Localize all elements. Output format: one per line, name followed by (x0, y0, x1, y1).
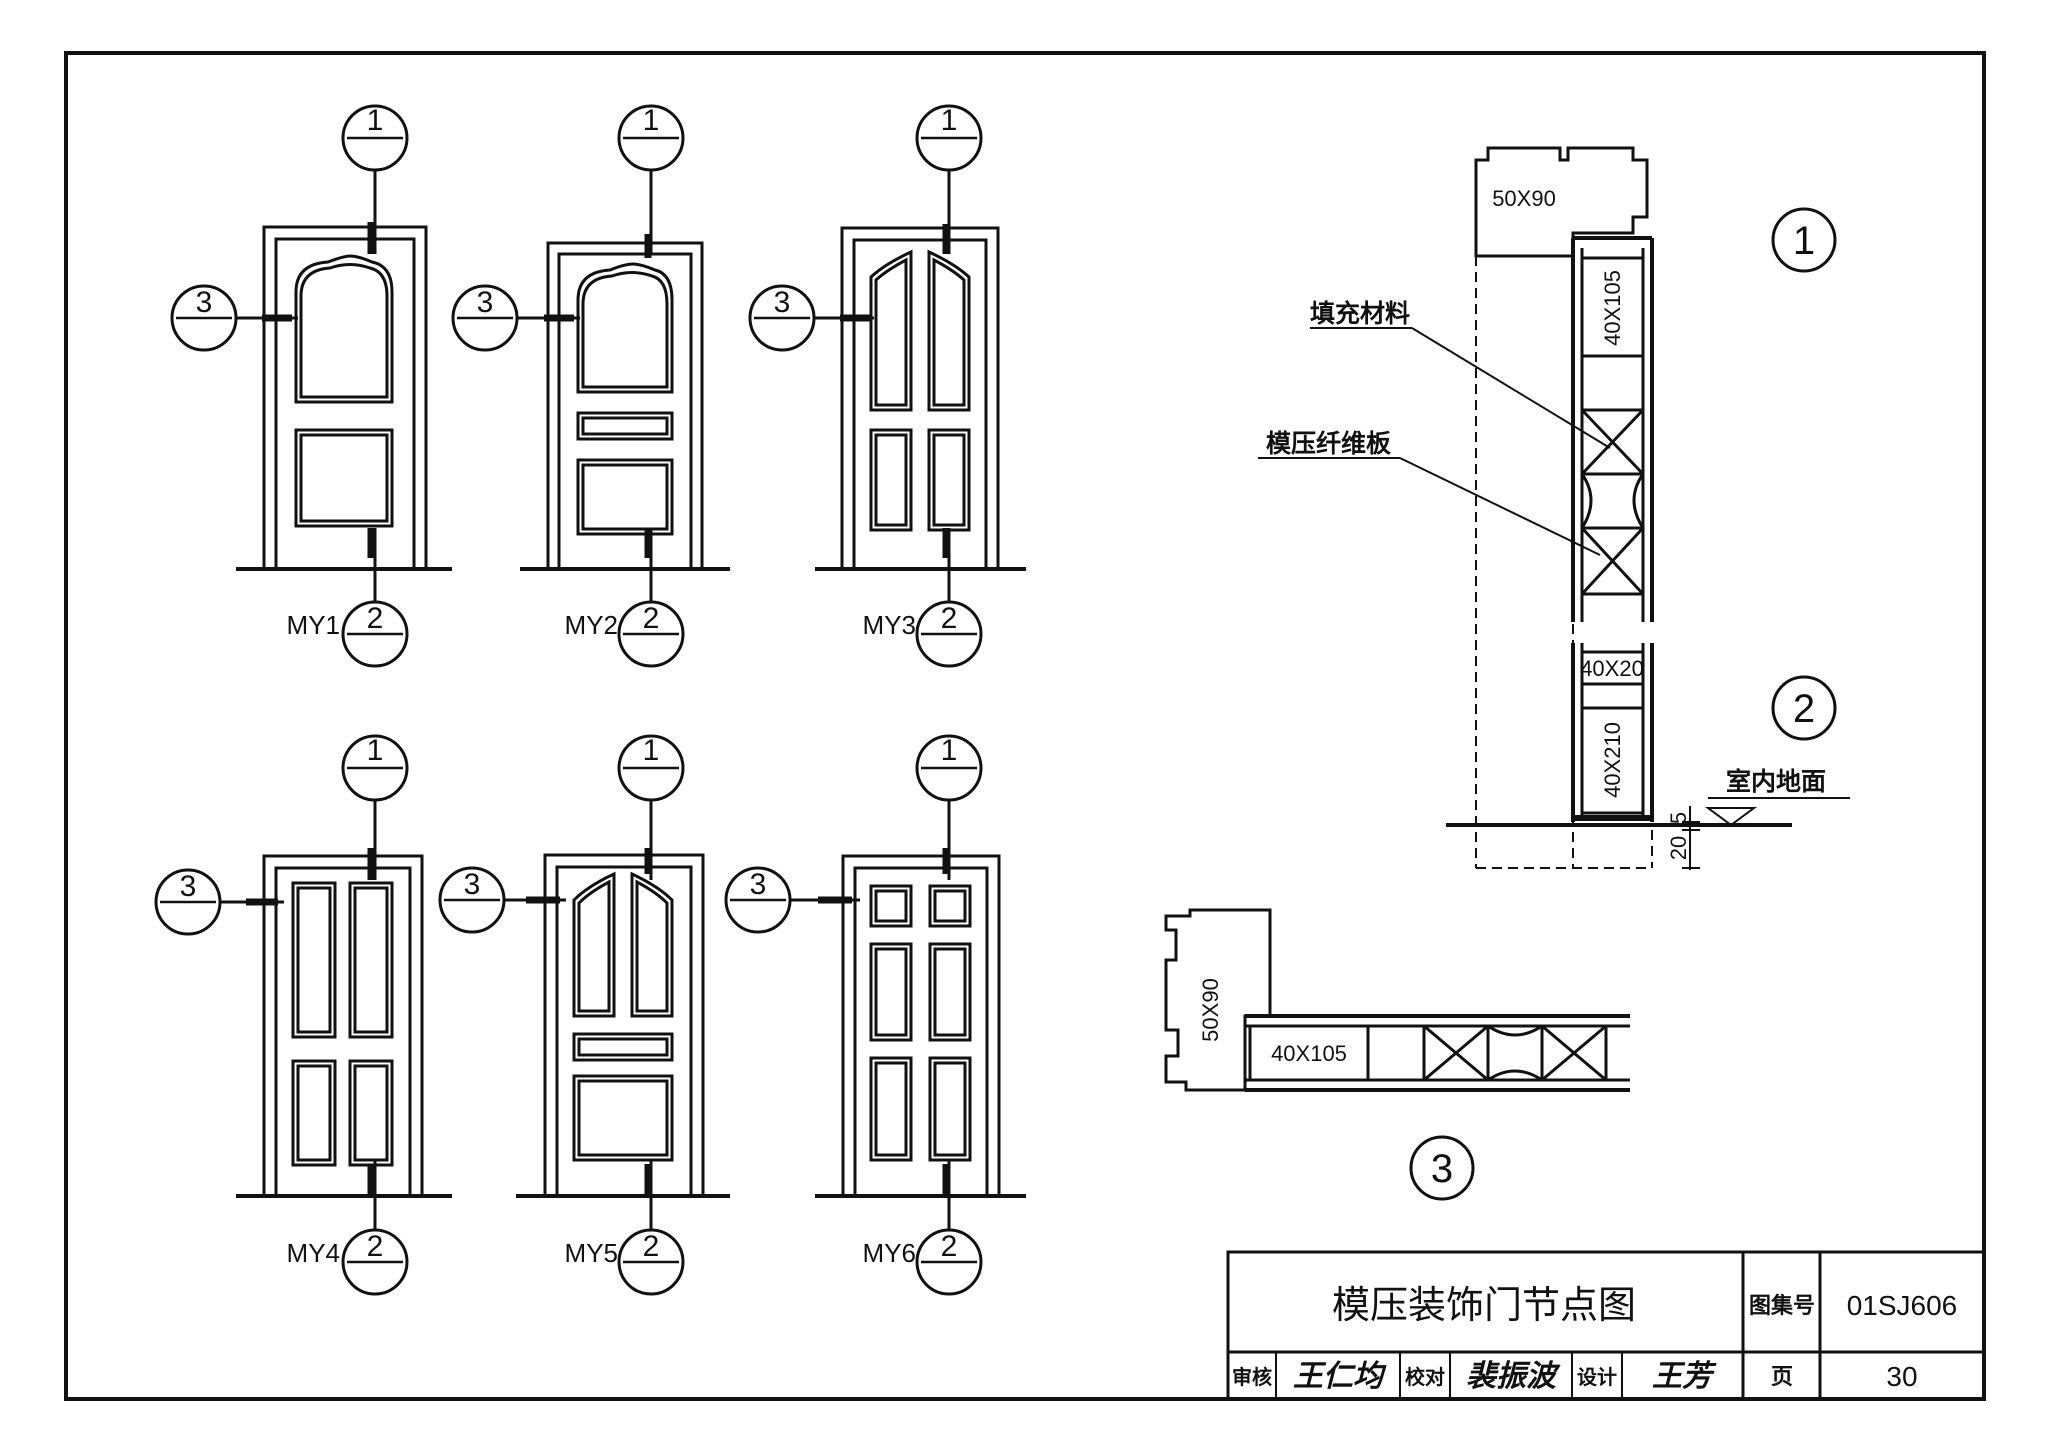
door-label-my6: MY6 (863, 1238, 916, 1268)
detail-mark-2: 2 (1771, 675, 1837, 741)
svg-text:3: 3 (180, 870, 197, 903)
svg-text:1: 1 (941, 104, 958, 137)
section-mark-side: 3 (438, 866, 506, 934)
svg-text:2: 2 (367, 1230, 384, 1263)
section-mark-side: 3 (451, 284, 519, 352)
fill-material-label: 填充材料 (1310, 299, 1410, 328)
drawing-title: 模压装饰门节点图 (1332, 1283, 1636, 1327)
svg-text:2: 2 (941, 1230, 958, 1263)
svg-text:3: 3 (750, 868, 767, 901)
check-label: 校对 (1405, 1365, 1445, 1389)
svg-text:1: 1 (1793, 219, 1815, 263)
door-labels: MY1 MY2 MY3 MY4 MY5 MY6 (287, 610, 916, 1268)
door-my3-elevation (815, 226, 1026, 571)
section-mark-bottom: 2 (617, 600, 685, 668)
bottom-rail-label: 40X20 (1580, 656, 1644, 681)
door-label-my4: MY4 (287, 1238, 340, 1268)
svg-text:1: 1 (941, 734, 958, 767)
detail-marks: 1 2 3 (1409, 207, 1837, 1201)
leaf-bottom-label: 40X210 (1600, 722, 1625, 798)
door-my6-elevation (815, 854, 1026, 1198)
check-signature: 裴振波 (1466, 1359, 1561, 1394)
door-my4-elevation (236, 854, 452, 1198)
section-mark-bottom: 2 (617, 1228, 685, 1296)
svg-text:2: 2 (367, 602, 384, 635)
door-label-my3: MY3 (863, 610, 916, 640)
section-mark-side: 3 (724, 866, 792, 934)
section-mark-bottom: 2 (915, 600, 983, 668)
door-my5-elevation (516, 853, 730, 1198)
design-signature: 王芳 (1652, 1359, 1717, 1394)
svg-text:2: 2 (643, 1230, 660, 1263)
door-label-my5: MY5 (565, 1238, 618, 1268)
section-mark-bottom: 2 (915, 1228, 983, 1296)
section-mark-top: 1 (341, 104, 409, 172)
dim-20-label: 20 (1666, 836, 1691, 860)
page-number: 30 (1886, 1361, 1917, 1392)
section-mark-top: 1 (341, 734, 409, 802)
section-mark-side: 3 (170, 284, 238, 352)
svg-text:3: 3 (1431, 1147, 1453, 1191)
svg-text:1: 1 (367, 734, 384, 767)
leaf-top-label: 40X105 (1600, 270, 1625, 346)
page-label: 页 (1771, 1365, 1793, 1390)
sheet-border (64, 51, 1986, 1401)
section-mark-bottom: 2 (341, 600, 409, 668)
review-label: 审核 (1232, 1365, 1272, 1389)
vertical-section-detail (1258, 146, 1850, 870)
door-elevations (236, 225, 1026, 1198)
review-signature: 王仁均 (1293, 1359, 1387, 1394)
plan-frame-label: 50X90 (1198, 978, 1223, 1042)
svg-text:3: 3 (196, 286, 213, 319)
design-label: 设计 (1577, 1365, 1617, 1389)
svg-text:2: 2 (941, 602, 958, 635)
door-label-my2: MY2 (565, 610, 618, 640)
title-block-text: 模压装饰门节点图 图集号 01SJ606 审核 王仁均 校对 裴振波 设计 王芳… (1232, 1283, 1957, 1394)
door-label-my1: MY1 (287, 610, 340, 640)
floor-label: 室内地面 (1726, 767, 1826, 796)
section-mark-top: 1 (617, 734, 685, 802)
svg-text:3: 3 (774, 286, 791, 319)
horizontal-section-detail (1164, 908, 1630, 1092)
section-mark-top: 1 (915, 734, 983, 802)
molded-board-label: 模压纤维板 (1266, 429, 1391, 458)
title-block (1226, 1250, 1986, 1401)
plan-leaf-label: 40X105 (1271, 1041, 1347, 1066)
detail-mark-1: 1 (1771, 207, 1837, 273)
svg-text:3: 3 (477, 286, 494, 319)
door-my1-elevation (236, 225, 452, 571)
section-mark-top: 1 (617, 104, 685, 172)
frame-size-label: 50X90 (1492, 186, 1556, 211)
svg-text:3: 3 (464, 868, 481, 901)
atlas-number-label: 图集号 (1749, 1293, 1815, 1319)
atlas-number: 01SJ606 (1847, 1290, 1958, 1321)
section-mark-bottom: 2 (341, 1228, 409, 1296)
door-my2-elevation (520, 241, 730, 571)
section-cut-lines (220, 170, 951, 1230)
section-mark-top: 1 (915, 104, 983, 172)
vertical-section-labels: 50X90 40X105 40X20 40X210 5 20 填充材料 模压纤维… (1266, 186, 1826, 860)
svg-text:1: 1 (643, 734, 660, 767)
horizontal-section-labels: 50X90 40X105 (1198, 978, 1347, 1066)
section-mark-side: 3 (748, 284, 816, 352)
dim-5-label: 5 (1666, 812, 1691, 824)
svg-text:1: 1 (643, 104, 660, 137)
section-circles: 1 2 3 1 2 3 1 2 3 1 2 3 1 2 3 1 2 3 (154, 104, 983, 1296)
section-mark-side: 3 (154, 868, 222, 936)
svg-text:2: 2 (1793, 687, 1815, 731)
svg-text:2: 2 (643, 602, 660, 635)
detail-mark-3: 3 (1409, 1135, 1475, 1201)
svg-text:1: 1 (367, 104, 384, 137)
